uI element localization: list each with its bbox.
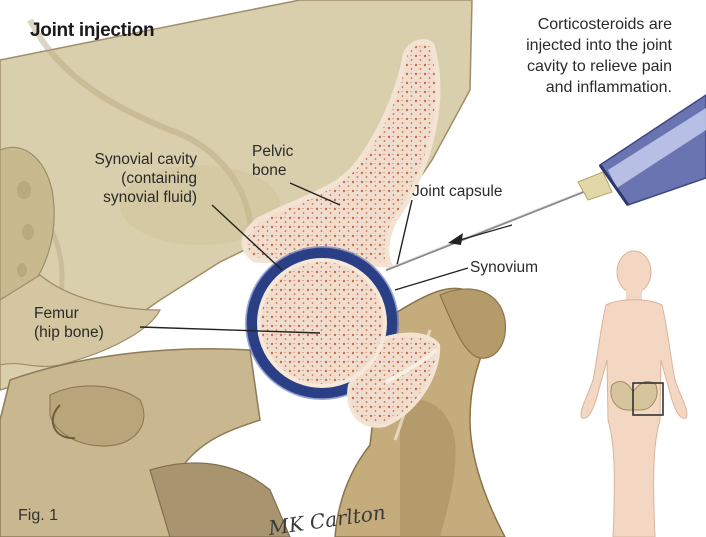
injection-note-line: injected into the joint [526, 35, 672, 56]
body-silhouette-inset [581, 251, 687, 537]
pelvic-bone-label: Pelvic bone [252, 142, 293, 180]
joint-capsule-label: Joint capsule [412, 182, 502, 201]
injection-note-line: cavity to relieve pain [526, 56, 672, 77]
femur-label-line: Femur [34, 304, 104, 323]
injection-arrow [448, 225, 512, 245]
diagram-title: Joint injection [30, 20, 154, 42]
injection-note-line: and inflammation. [526, 77, 672, 98]
femur-label-line: (hip bone) [34, 323, 104, 342]
synovial-cavity-label-line: synovial fluid) [94, 188, 197, 207]
injection-note-line: Corticosteroids are [526, 14, 672, 35]
femur-label: Femur (hip bone) [34, 304, 104, 342]
pelvic-bone-label-line: Pelvic [252, 142, 293, 161]
pelvic-bone-label-line: bone [252, 161, 293, 180]
injection-note: Corticosteroids are injected into the jo… [526, 14, 672, 98]
synovium-label: Synovium [470, 258, 538, 277]
synovial-cavity-label: Synovial cavity (containing synovial flu… [94, 150, 197, 207]
synovial-cavity-label-line: (containing [94, 169, 197, 188]
synovial-cavity-label-line: Synovial cavity [94, 150, 197, 169]
synovium-pointer [395, 268, 468, 290]
figure-label: Fig. 1 [18, 507, 58, 525]
